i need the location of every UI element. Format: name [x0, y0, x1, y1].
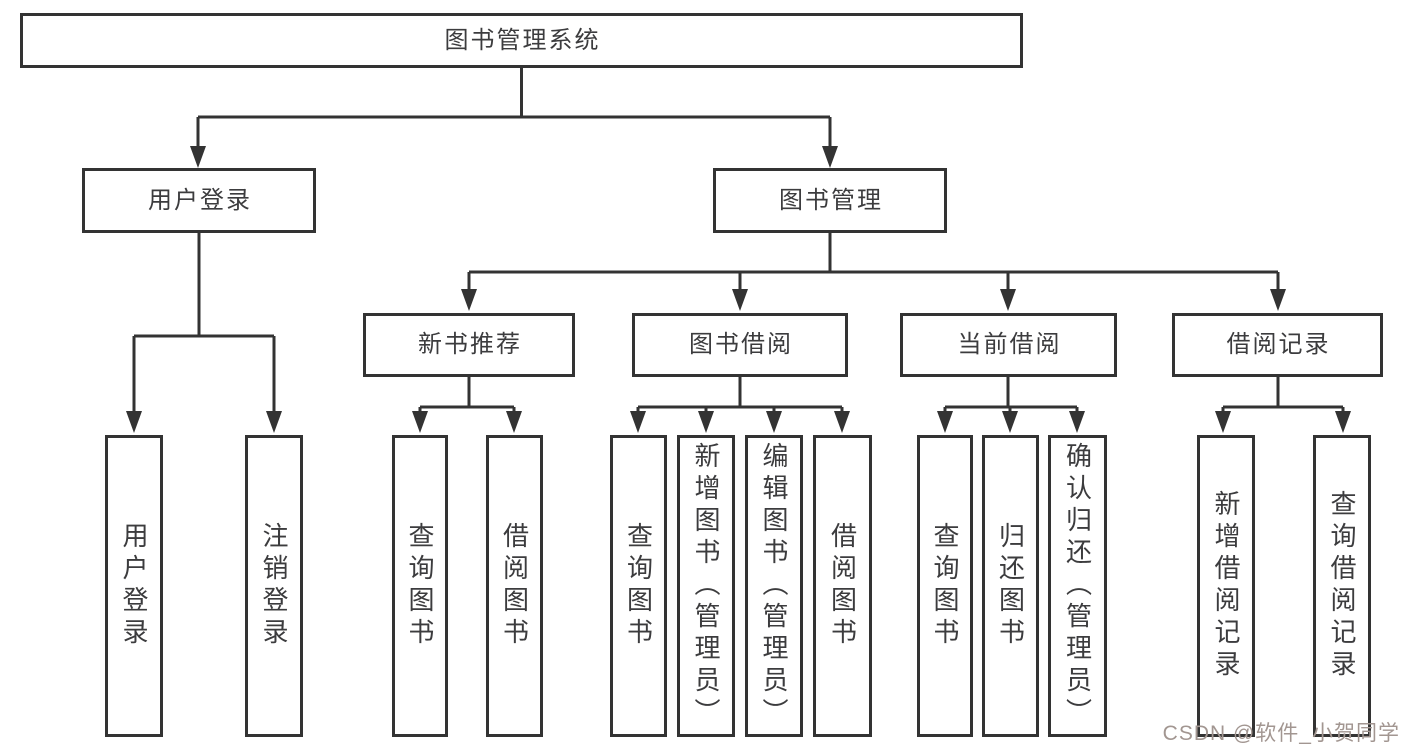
- node-book-borrow: 图书借阅: [632, 313, 848, 377]
- leaf-user-login-label: 用户登录: [119, 522, 149, 650]
- node-borrow-record-label: 借阅记录: [1226, 331, 1331, 358]
- node-book-borrow-label: 图书借阅: [689, 331, 793, 358]
- leaf-cb-return-book-label: 归还图书: [995, 522, 1026, 650]
- leaf-logout: 注销登录: [245, 435, 303, 737]
- node-book-management-label: 图书管理: [779, 186, 883, 214]
- leaf-cb-confirm-return-label: 确认归还（管理员）: [1062, 442, 1093, 730]
- leaf-bb-query-book: 查询图书: [610, 435, 667, 737]
- node-borrow-record: 借阅记录: [1172, 313, 1383, 377]
- node-root: 图书管理系统: [20, 13, 1023, 68]
- leaf-logout-label: 注销登录: [259, 522, 289, 650]
- node-new-book-recommend-label: 新书推荐: [418, 331, 522, 358]
- connector-book-borrow-children: [630, 377, 850, 433]
- connector-new-book-recommend-children: [412, 377, 522, 433]
- leaf-rec-borrow-book: 借阅图书: [486, 435, 543, 737]
- leaf-bb-borrow-book: 借阅图书: [813, 435, 872, 737]
- node-book-management: 图书管理: [713, 168, 947, 233]
- leaf-rec-borrow-book-label: 借阅图书: [499, 522, 530, 650]
- leaf-br-add-record-label: 新增借阅记录: [1211, 490, 1241, 682]
- connector-root-to-level2: [190, 68, 838, 168]
- leaf-bb-add-book-label: 新增图书（管理员）: [691, 442, 721, 730]
- node-new-book-recommend: 新书推荐: [363, 313, 575, 377]
- leaf-br-add-record: 新增借阅记录: [1197, 435, 1255, 737]
- leaf-rec-query-book: 查询图书: [392, 435, 448, 737]
- leaf-br-query-record: 查询借阅记录: [1313, 435, 1371, 737]
- connector-current-borrow-children: [937, 377, 1085, 433]
- node-user-login-label: 用户登录: [148, 186, 252, 214]
- leaf-cb-query-book-label: 查询图书: [930, 522, 960, 650]
- leaf-br-query-record-label: 查询借阅记录: [1327, 490, 1357, 682]
- leaf-bb-add-book: 新增图书（管理员）: [677, 435, 735, 737]
- leaf-cb-return-book: 归还图书: [982, 435, 1039, 737]
- leaf-bb-edit-book-label: 编辑图书（管理员）: [759, 442, 789, 730]
- node-user-login: 用户登录: [82, 168, 316, 233]
- leaf-bb-query-book-label: 查询图书: [623, 522, 654, 650]
- leaf-bb-edit-book: 编辑图书（管理员）: [745, 435, 803, 737]
- node-current-borrow: 当前借阅: [900, 313, 1117, 377]
- csdn-watermark: CSDN @软件_小贺同学: [1162, 722, 1400, 745]
- leaf-user-login: 用户登录: [105, 435, 163, 737]
- leaf-rec-query-book-label: 查询图书: [405, 522, 435, 650]
- connector-user-login-children: [126, 233, 282, 433]
- node-current-borrow-label: 当前借阅: [957, 331, 1062, 358]
- connector-book-management-children: [461, 233, 1286, 311]
- leaf-bb-borrow-book-label: 借阅图书: [827, 522, 858, 650]
- leaf-cb-confirm-return: 确认归还（管理员）: [1048, 435, 1107, 737]
- node-root-label: 图书管理系统: [444, 26, 601, 54]
- leaf-cb-query-book: 查询图书: [917, 435, 973, 737]
- connector-borrow-record-children: [1215, 377, 1351, 433]
